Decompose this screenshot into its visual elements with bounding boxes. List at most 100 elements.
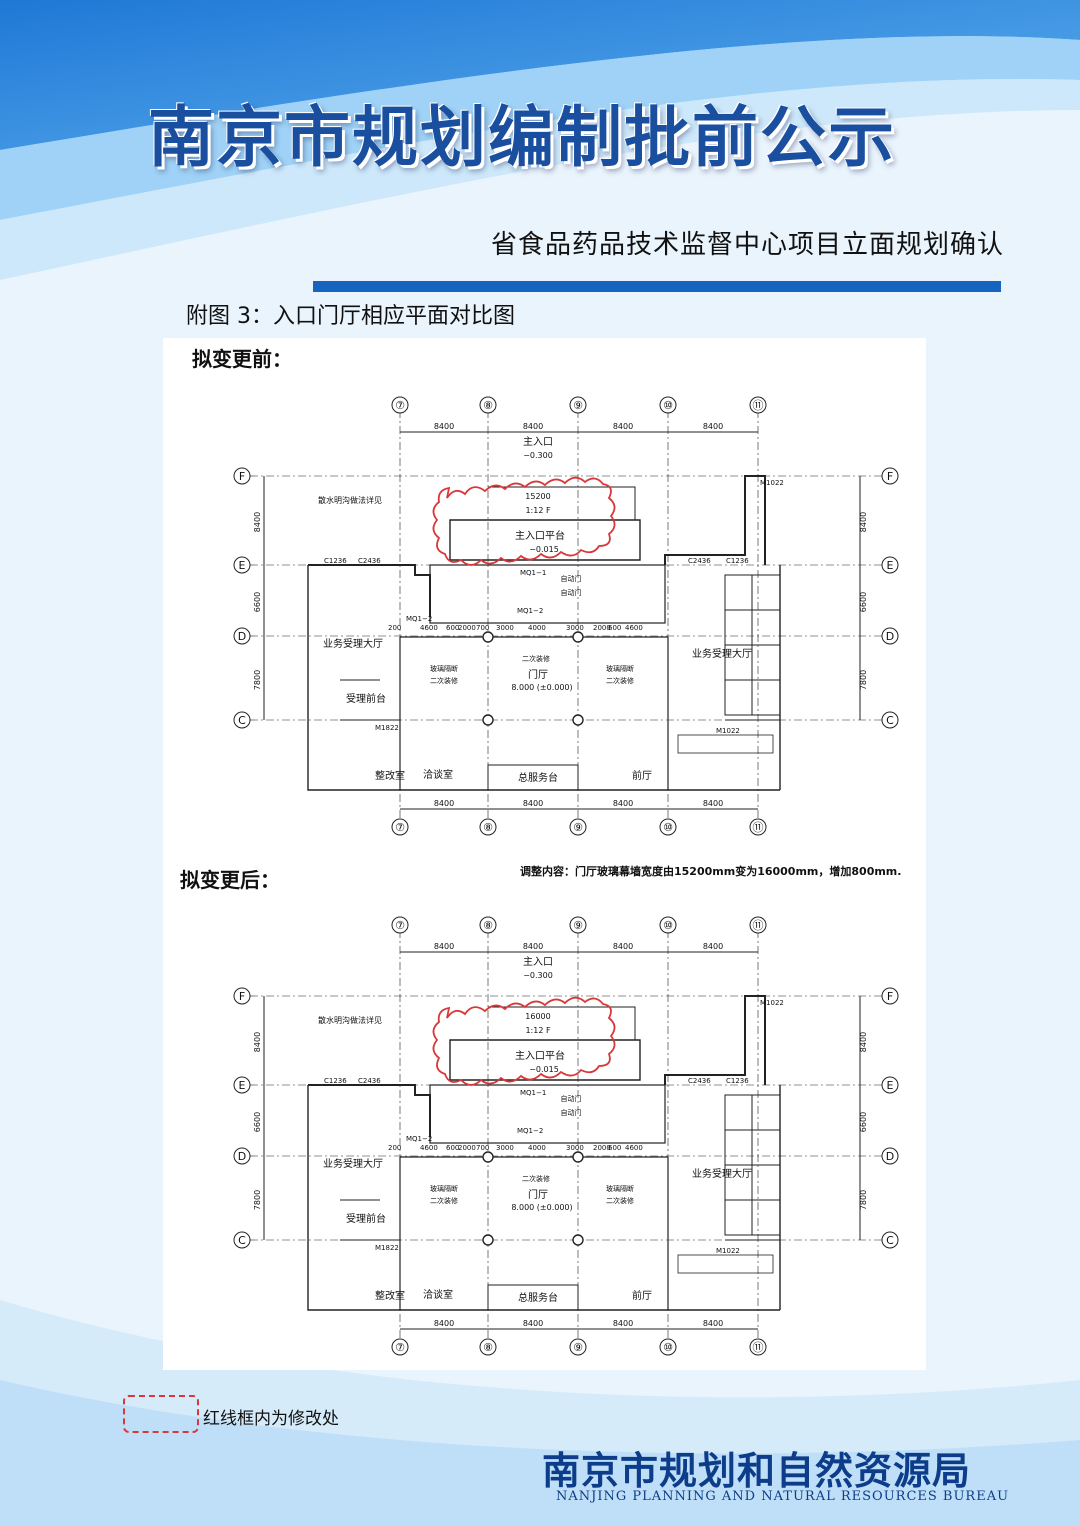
project-subtitle: 省食品药品技术监督中心项目立面规划确认 [490, 230, 1004, 260]
plan-label-lobby-level: 8.000 (±0.000) [511, 1203, 572, 1212]
revision-legend-swatch [123, 1395, 199, 1433]
plan-label-col1: ⑧ [483, 821, 493, 834]
plan-label-row0: F [239, 470, 245, 483]
plan-label-rowd1: 6600 [859, 592, 868, 612]
plan-label-glass-partition: 玻璃隔断 [430, 664, 458, 673]
plan-label-row2: D [238, 630, 246, 643]
plan-label-col3: ⑩ [663, 399, 673, 412]
plan-label-lobby-level: 8.000 (±0.000) [511, 683, 572, 692]
plan-label-bay2: 8400 [613, 942, 633, 951]
plan-label-secondary-fitout: 二次装修 [522, 1174, 550, 1183]
plan-label-d1: 4600 [420, 1144, 438, 1152]
plan-label-secondary-fitout: 二次装修 [522, 654, 550, 663]
plan-label-col2: ⑨ [573, 399, 583, 412]
plan-label-d6: 4000 [528, 1144, 546, 1152]
plan-label-bay3: 8400 [703, 422, 723, 431]
plan-label-d10: 4600 [625, 1144, 643, 1152]
plan-label-d8: 2000 [593, 624, 611, 632]
plan-label-rowd2: 7800 [253, 1190, 262, 1210]
plan-label-lobby: 门厅 [528, 1188, 548, 1201]
floor-plan-before: ⑦ ⑧ ⑨ ⑩ ⑪ ⑦ ⑧ ⑨ ⑩ ⑪ F E D C F E D C 8400… [220, 395, 920, 845]
plan-label-archive: 整改室 [375, 1289, 405, 1302]
plan-label-business-hall: 业务受理大厅 [323, 637, 383, 650]
plan-label-bay0: 8400 [434, 422, 454, 431]
plan-label-door0: MQ1−2 [517, 1127, 543, 1135]
plan-label-col1: ⑧ [483, 919, 493, 932]
plan-label-slope: 1:12 F [525, 506, 551, 515]
plan-label-col2: ⑨ [573, 821, 583, 834]
plan-label-meeting: 洽谈室 [423, 1288, 453, 1301]
plan-label-service-desk: 总服务台 [518, 771, 558, 784]
plan-label-reception: 受理前台 [346, 1212, 386, 1225]
plan-label-d5: 3000 [496, 1144, 514, 1152]
plan-label-row3: C [238, 1234, 246, 1247]
plan-label-d1: 4600 [420, 624, 438, 632]
plan-label-d9: 600 [608, 1144, 621, 1152]
plan-label-door3: C2436 [358, 1077, 381, 1085]
plan-label-row2: D [886, 630, 894, 643]
plan-label-door2: C1236 [324, 557, 347, 565]
plan-label-reception: 受理前台 [346, 692, 386, 705]
plan-label-door4: M1022 [760, 999, 784, 1007]
plan-label-entrance-level: −0.300 [523, 971, 553, 980]
plan-label-drain-note: 散水明沟做法详见 [318, 495, 382, 505]
drawing-panel [163, 338, 926, 1370]
plan-label-business-hall: 业务受理大厅 [692, 647, 752, 660]
plan-label-bay2: 8400 [613, 1319, 633, 1328]
plan-label-secondary-fitout: 二次装修 [430, 1196, 458, 1205]
plan-label-col0: ⑦ [395, 1341, 405, 1354]
plan-label-service-desk: 总服务台 [518, 1291, 558, 1304]
plan-label-auto-door: 自动门 [561, 574, 582, 583]
plan-label-d6: 4000 [528, 624, 546, 632]
revision-cloud [432, 476, 616, 566]
plan-label-secondary-fitout: 二次装修 [430, 676, 458, 685]
plan-label-d7: 3000 [566, 1144, 584, 1152]
plan-label-secondary-fitout: 二次装修 [606, 676, 634, 685]
plan-label-lobby: 门厅 [528, 668, 548, 681]
plan-label-d2: 600 [446, 624, 459, 632]
plan-label-col2: ⑨ [573, 919, 583, 932]
plan-label-d9: 600 [608, 624, 621, 632]
plan-label-col1: ⑧ [483, 1341, 493, 1354]
plan-label-door3: C2436 [688, 557, 711, 565]
plan-label-d4: 700 [476, 1144, 489, 1152]
plan-label-row3: C [238, 714, 246, 727]
plan-label-platform: 主入口平台 [515, 1049, 565, 1062]
plan-label-front-hall: 前厅 [632, 769, 652, 782]
plan-label-col4: ⑪ [753, 821, 764, 834]
plan-label-glass-partition: 玻璃隔断 [430, 1184, 458, 1193]
plan-label-rowd2: 7800 [859, 1190, 868, 1210]
plan-label-auto-door: 自动门 [561, 588, 582, 597]
page-title: 南京市规划编制批前公示 [148, 98, 896, 176]
plan-label-main-entrance: 主入口 [523, 956, 553, 968]
plan-label-d7: 3000 [566, 624, 584, 632]
plan-label-bay0: 8400 [434, 942, 454, 951]
plan-label-d0: 200 [388, 1144, 401, 1152]
floor-plan-drawing: ⑦ ⑧ ⑨ ⑩ ⑪ ⑦ ⑧ ⑨ ⑩ ⑪ F E D C F E D C 8400… [233, 396, 899, 836]
organization-name: 南京市规划和自然资源局 [542, 1448, 972, 1493]
plan-label-d2: 600 [446, 1144, 459, 1152]
plan-label-d3: 2000 [458, 624, 476, 632]
plan-label-col3: ⑩ [663, 919, 673, 932]
plan-label-rowd1: 6600 [253, 1112, 262, 1132]
plan-label-col4: ⑪ [753, 919, 764, 932]
plan-label-row2: D [886, 1150, 894, 1163]
plan-label-rowd0: 8400 [253, 1032, 262, 1052]
plan-label-door1: MQ1−1 [520, 569, 546, 577]
plan-label-d8: 2000 [593, 1144, 611, 1152]
plan-label-d5: 3000 [496, 624, 514, 632]
plan-label-door1: MQ1−1 [520, 1089, 546, 1097]
plan-label-front-hall: 前厅 [632, 1289, 652, 1302]
plan-label-main-entrance: 主入口 [523, 436, 553, 448]
plan-label-drain-note: 散水明沟做法详见 [318, 1015, 382, 1025]
plan-label-row0: F [239, 990, 245, 1003]
title-divider [313, 281, 1001, 292]
plan-label-bay3: 8400 [703, 942, 723, 951]
plan-label-col3: ⑩ [663, 821, 673, 834]
plan-label-col1: ⑧ [483, 399, 493, 412]
plan-label-platform-level: −0.015 [529, 545, 559, 554]
plan-label-row1: E [887, 559, 894, 572]
plan-label-secondary-fitout: 二次装修 [606, 1196, 634, 1205]
plan-label-door0: MQ1−2 [406, 615, 432, 623]
plan-label-rowd0: 8400 [859, 512, 868, 532]
